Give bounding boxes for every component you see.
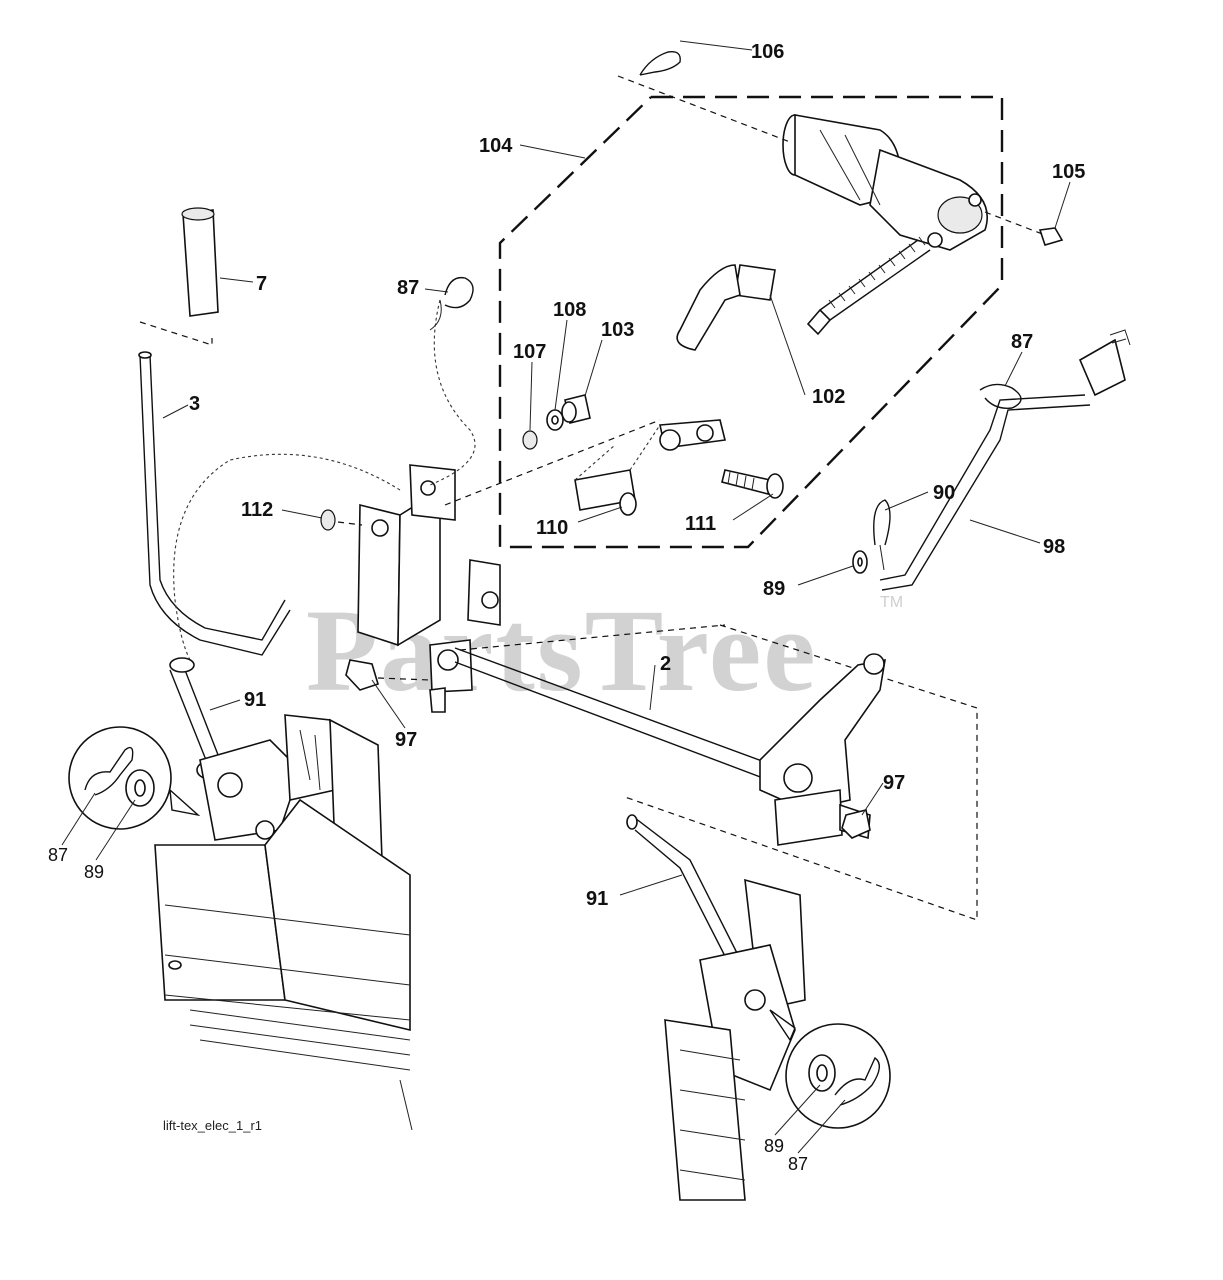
leader-89-left: [95, 799, 136, 861]
bolt-97-right: [841, 809, 871, 839]
hairpin-clip-87-right: [979, 383, 1022, 409]
callout-111[interactable]: 111: [685, 513, 716, 535]
leader-87-right: [797, 1099, 846, 1154]
motor-assembly-boundary: [498, 95, 1004, 549]
callout-89-detail-right[interactable]: 89: [764, 1136, 784, 1156]
hairpin-clip-106: [639, 51, 681, 76]
lift-bracket: [357, 464, 501, 713]
leader-lines: [162, 40, 1071, 896]
callout-87[interactable]: 87: [1011, 331, 1033, 353]
lift-knob-7: [181, 207, 219, 317]
right-deck-body: [664, 878, 806, 1201]
hairpin-clip-87-top: [444, 276, 474, 309]
drawing-caption: lift-tex_elec_1_r1: [163, 1118, 262, 1133]
callout-91[interactable]: 91: [586, 888, 608, 910]
lift-rod-98: [879, 329, 1131, 591]
callout-90[interactable]: 90: [933, 482, 955, 504]
spacer-110: [574, 424, 661, 516]
left-deck-hanger: [199, 714, 383, 861]
callout-112[interactable]: 112: [241, 499, 273, 521]
detail-circle-left: [68, 726, 201, 830]
callout-110[interactable]: 110: [536, 517, 568, 539]
bolt-111: [721, 469, 784, 499]
hairpin-clip-90: [873, 499, 891, 546]
lift-shaft-2: [454, 647, 801, 791]
callout-97[interactable]: 97: [883, 772, 905, 794]
callout-89-detail-left[interactable]: 89: [84, 862, 104, 882]
callout-87-detail-left[interactable]: 87: [48, 845, 68, 865]
watermark-trademark: TM: [880, 594, 903, 611]
callout-7[interactable]: 7: [256, 273, 267, 295]
callout-102[interactable]: 102: [812, 386, 845, 408]
lift-link-91-right: [626, 814, 753, 969]
nut-107: [522, 430, 538, 450]
clevis-pin-105: [1038, 227, 1064, 246]
callout-103[interactable]: 103: [601, 319, 634, 341]
callout-89[interactable]: 89: [763, 578, 785, 600]
leader-87-left: [61, 792, 96, 846]
callout-3[interactable]: 3: [189, 393, 200, 415]
detail-circle-right: [769, 1009, 891, 1129]
callout-105[interactable]: 105: [1052, 161, 1085, 183]
callout-107[interactable]: 107: [513, 341, 546, 363]
callout-106[interactable]: 106: [751, 41, 784, 63]
bolt-97-left: [345, 659, 379, 691]
callout-87-detail-right[interactable]: 87: [788, 1154, 808, 1174]
washer-112: [320, 509, 336, 531]
lift-rod-3: [138, 351, 291, 656]
callout-87[interactable]: 87: [397, 277, 419, 299]
leader-89-right: [774, 1084, 821, 1136]
callout-91[interactable]: 91: [244, 689, 266, 711]
left-deck-body: [154, 798, 413, 1131]
callout-2[interactable]: 2: [660, 653, 671, 675]
callout-104[interactable]: 104: [479, 135, 513, 157]
electric-lift-motor: [782, 114, 989, 336]
actuator-tube: [659, 264, 776, 451]
callout-108[interactable]: 108: [553, 299, 586, 321]
callout-98[interactable]: 98: [1043, 536, 1065, 558]
callout-97[interactable]: 97: [395, 729, 417, 751]
